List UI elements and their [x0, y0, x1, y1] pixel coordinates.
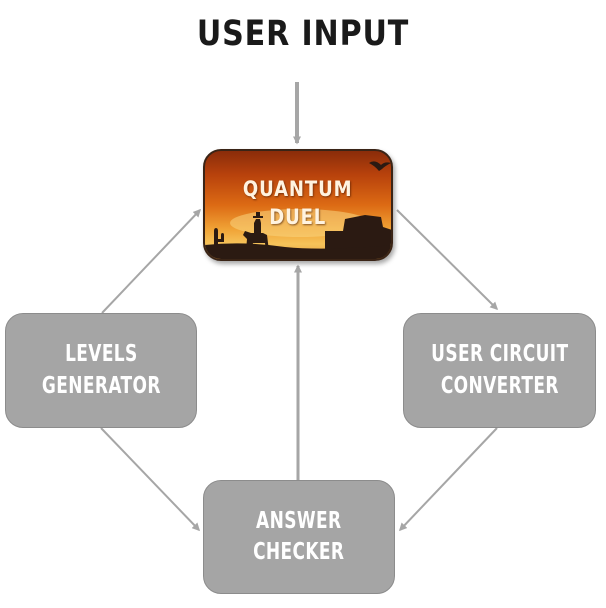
levels-generator-line1: LEVELS — [64, 341, 138, 368]
levels-generator-node: LEVELS GENERATOR — [5, 313, 197, 428]
cactus-icon — [214, 228, 224, 251]
quantum-duel-label: QUANTUM DUEL — [243, 175, 353, 232]
sunset-scene — [205, 161, 391, 259]
quantum-duel-node: QUANTUM DUEL — [203, 149, 393, 261]
cowboy-on-horse-icon — [243, 212, 269, 251]
arrow-duel-to-converter — [396, 209, 499, 311]
user-circuit-converter-line1: USER CIRCUIT — [430, 341, 569, 368]
quantum-duel-line1: QUANTUM — [243, 176, 353, 201]
answer-checker-line2: CHECKER — [253, 539, 345, 565]
quantum-duel-line2: DUEL — [269, 205, 327, 229]
levels-generator-line2: GENERATOR — [41, 372, 161, 399]
eagle-icon — [369, 161, 391, 171]
answer-checker-line1: ANSWER — [256, 507, 342, 534]
answer-checker-node: ANSWER CHECKER — [203, 480, 395, 594]
arrow-generator-to-duel — [101, 208, 202, 314]
arrow-converter-to-checker — [398, 427, 498, 532]
user-circuit-converter-line2: CONVERTER — [440, 372, 559, 399]
arrow-generator-to-checker — [100, 427, 201, 532]
page-title: USER INPUT — [196, 14, 410, 54]
user-circuit-converter-node: USER CIRCUIT CONVERTER — [403, 313, 596, 428]
